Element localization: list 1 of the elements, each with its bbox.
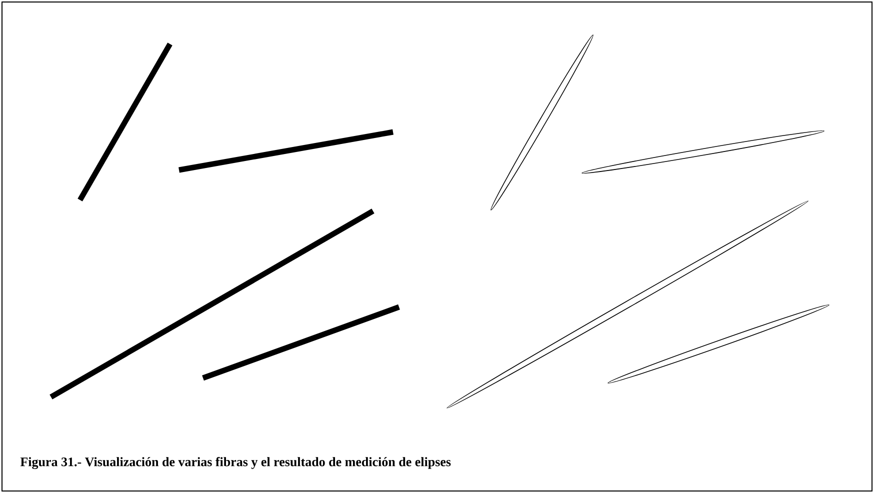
caption: Figura 31.- Visualización de varias fibras y el resultado de medición de elipses — [20, 456, 451, 469]
